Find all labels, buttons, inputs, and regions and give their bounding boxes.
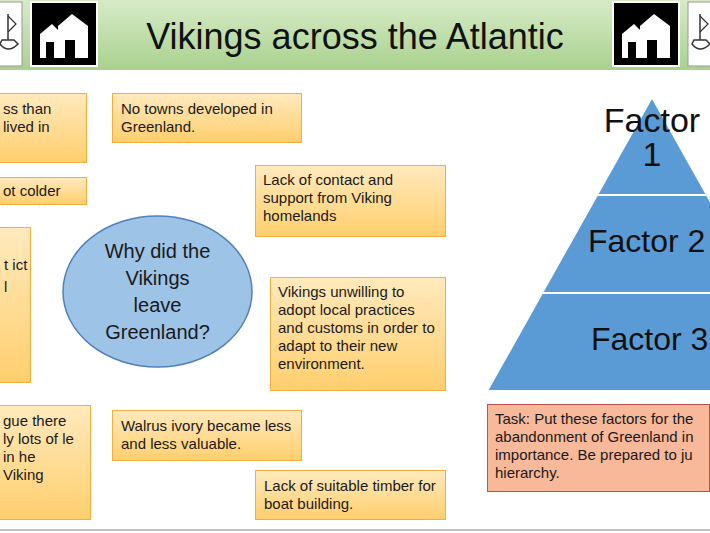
factor-box: ss than lived in [0,93,87,163]
page-title: Vikings across the Atlantic [110,16,600,58]
factor-box: ot colder [0,177,87,205]
factor-box: gue there ly lots of le in he Viking [0,405,91,520]
node-text: gue there ly lots of le in he Viking [3,412,75,484]
node-text: Walrus ivory became less and less valuab… [121,417,295,453]
factor-box: t ict l [0,227,31,383]
footer-rule [0,529,710,531]
node-text: Factor 2 [588,225,705,257]
node-text: ot colder [3,182,73,200]
pyramid-band: Factor 2 [542,195,710,293]
pyramid-band: Factor 1 [597,97,707,195]
task-box: Task: Put these factors for the abandonm… [487,404,710,492]
node-text: Vikings unwilling to adopt local practic… [278,283,440,373]
node-text: Lack of contact and support from Viking … [263,171,440,225]
factor-box: Lack of suitable timber for boat buildin… [255,470,446,520]
node-text: ss than lived in [3,100,73,136]
ship-icon-left [0,2,22,66]
pyramid-band: Factor 3 [487,293,710,391]
question-ellipse: Why did the Vikings leave Greenland? [62,215,253,368]
factor-box: Lack of contact and support from Viking … [255,165,446,237]
ellipse-outline [62,215,253,368]
node-text: No towns developed in Greenland. [121,100,295,136]
node-text: Lack of suitable timber for boat buildin… [264,477,439,513]
node-text: Factor 3 [591,323,708,355]
factor-box: Walrus ivory became less and less valuab… [112,410,302,461]
factor-box: No towns developed in Greenland. [112,93,302,143]
house-icon-left [31,2,97,66]
ship-icon-right [688,2,710,66]
node-text: Task: Put these factors for the abandonm… [495,410,704,482]
node-text: Why did the Vikings leave Greenland? [100,238,215,346]
factor-box: Vikings unwilling to adopt local practic… [270,277,446,391]
house-icon-right [613,2,679,66]
node-text: t ict l [4,254,29,298]
node-text: Factor 1 [599,103,705,171]
